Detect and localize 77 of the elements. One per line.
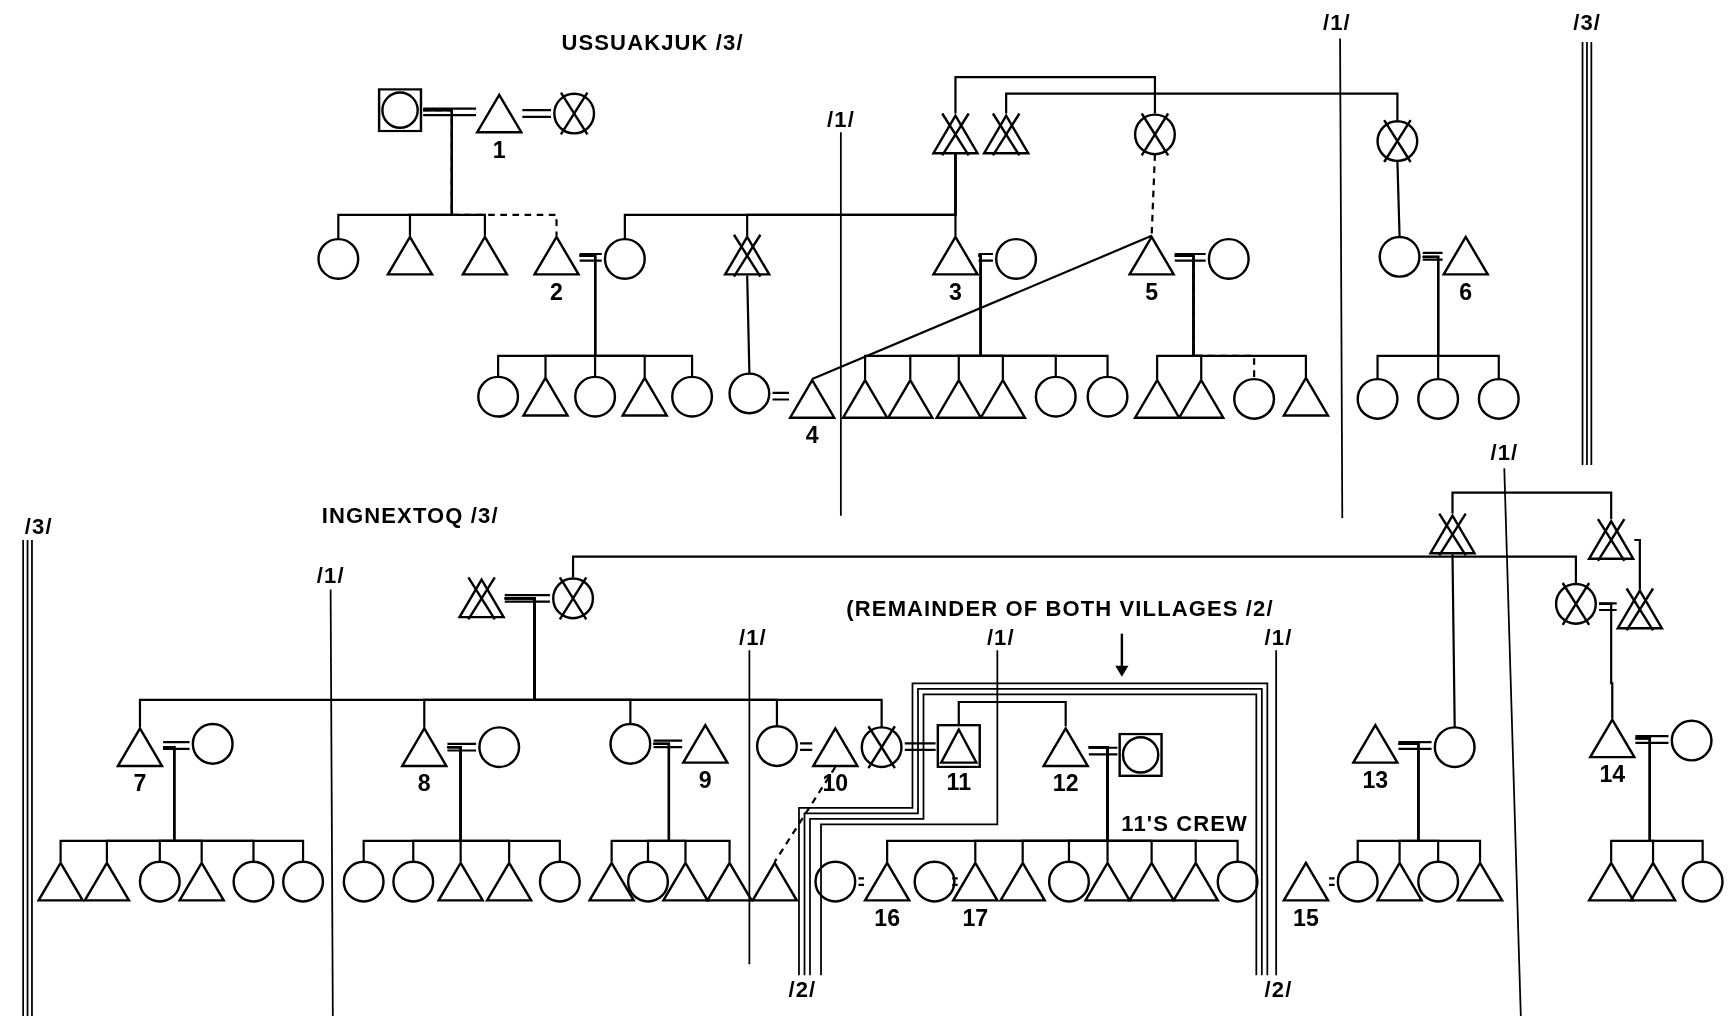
person-number: 4 xyxy=(804,423,820,448)
descent-line xyxy=(423,109,558,236)
descent-line xyxy=(1398,742,1482,862)
marriage-sign xyxy=(1173,252,1207,262)
person-number: 17 xyxy=(961,905,990,931)
person-number: 6 xyxy=(1458,279,1474,305)
boundary-marker: /1/ xyxy=(316,563,345,588)
heading-text: (REMAINDER OF BOTH VILLAGES /2/ xyxy=(846,596,1274,621)
sibling-line xyxy=(1451,491,1613,520)
connector-line xyxy=(1150,154,1157,236)
marriage-sign xyxy=(1597,602,1618,612)
descent-line xyxy=(1174,254,1307,377)
heading-text: 11'S CREW xyxy=(1121,811,1248,836)
boundary-marker: /1/ xyxy=(1490,439,1519,464)
descent-line xyxy=(1599,602,1614,719)
descent-line xyxy=(1422,255,1500,380)
heading-text: INGNEXTOQ /3/ xyxy=(321,503,499,528)
marriage-sign xyxy=(1397,741,1433,750)
sibling-line xyxy=(957,700,1067,727)
connector-line xyxy=(1451,554,1456,728)
connector-line xyxy=(773,766,837,863)
marriage-sign xyxy=(503,594,551,603)
boundary-marker: /3/ xyxy=(1573,9,1601,35)
descent-line xyxy=(1634,538,1641,590)
marriage-sign xyxy=(951,877,959,887)
person-number: 11 xyxy=(945,770,972,795)
descent-line xyxy=(1088,746,1239,862)
marriage-sign xyxy=(771,391,791,401)
marriage-sign xyxy=(1634,735,1670,744)
marriage-sign xyxy=(799,742,814,752)
sibling-line xyxy=(1005,92,1399,121)
person-number: 3 xyxy=(948,279,963,305)
marriage-sign xyxy=(446,742,478,752)
person-number: 1 xyxy=(491,137,507,162)
sibling-line xyxy=(954,76,1157,114)
descent-line xyxy=(579,254,694,377)
marriage-sign xyxy=(1421,251,1444,261)
descent-line xyxy=(1635,737,1704,862)
connector-line xyxy=(746,275,751,374)
heading-text: USSUAKJUK /3/ xyxy=(561,29,744,54)
sibling-line xyxy=(571,555,1577,583)
person-number: 5 xyxy=(1144,279,1160,305)
descent-line xyxy=(653,742,731,862)
marriage-sign xyxy=(652,739,684,749)
person-number: 12 xyxy=(1051,771,1080,796)
marriage-sign xyxy=(578,252,603,262)
descent-line xyxy=(504,597,883,728)
descent-line xyxy=(447,746,561,862)
person-number: 2 xyxy=(549,279,564,305)
marriage-sign xyxy=(977,252,995,262)
boundary-marker: /3/ xyxy=(24,514,53,539)
marriage-sign xyxy=(857,877,866,887)
marriage-sign xyxy=(521,109,553,118)
marriage-sign xyxy=(903,742,937,752)
boundary-marker: /1/ xyxy=(827,106,855,132)
boundary-marker: /1/ xyxy=(738,624,767,650)
marriage-sign xyxy=(162,741,191,750)
marriage-sign xyxy=(1087,746,1119,756)
descent-line xyxy=(954,154,957,236)
person-number: 8 xyxy=(416,771,432,796)
person-number: 14 xyxy=(1598,762,1627,787)
connector-line xyxy=(811,234,1153,381)
boundary-marker: /2/ xyxy=(788,977,817,1002)
boundary-marker: /1/ xyxy=(1264,624,1293,650)
boundary-marker: /2/ xyxy=(1264,977,1293,1002)
person-number: 10 xyxy=(821,771,850,796)
descent-line xyxy=(978,254,1109,377)
person-number: 7 xyxy=(132,771,148,796)
connector-line xyxy=(1396,160,1401,237)
person-number: 16 xyxy=(873,905,901,931)
person-number: 9 xyxy=(697,768,713,793)
marriage-sign xyxy=(1327,877,1336,887)
person-number: 13 xyxy=(1361,768,1390,793)
person-number: 15 xyxy=(1292,905,1320,931)
boundary-marker: /1/ xyxy=(1323,9,1351,35)
boundary-marker: /1/ xyxy=(986,624,1015,650)
marriage-sign xyxy=(422,107,478,117)
